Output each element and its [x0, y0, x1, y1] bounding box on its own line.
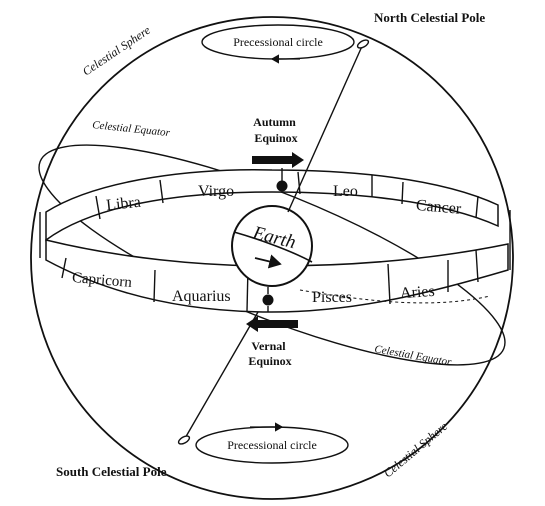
autumn-equinox-label: Autumn Equinox	[253, 115, 299, 145]
zodiac-label-pisces: Pisces	[312, 289, 352, 306]
zodiac-band-back	[45, 169, 499, 242]
vernal-equinox-label: Vernal Equinox	[248, 339, 291, 368]
celestial-sphere-label-bottom: Celestial Sphere	[381, 419, 451, 481]
precessional-circle-top	[201, 24, 355, 64]
zodiac-label-capricorn: Capricorn	[71, 270, 133, 291]
polar-axis-top	[287, 43, 364, 213]
celestial-equator-dashed-segment	[299, 289, 491, 304]
polar-axis-bottom	[183, 311, 259, 441]
autumn-equinox-point	[276, 180, 288, 192]
zodiac-label-virgo: Virgo	[198, 183, 234, 200]
earth-globe	[231, 205, 313, 287]
autumn-equinox-arrow	[252, 152, 304, 168]
zodiac-label-aquarius: Aquarius	[172, 288, 231, 305]
zodiac-label-libra: Libra	[105, 194, 141, 215]
zodiac-label-cancer: Cancer	[415, 197, 462, 218]
celestial-equator-label-bottom: Celestial Equator	[373, 343, 453, 368]
celestial-equator-label-top: Celestial Equator	[92, 119, 171, 139]
south-celestial-pole-label: South Celestial Pole	[56, 464, 167, 479]
zodiac-label-leo: Leo	[333, 183, 358, 200]
north-celestial-pole-label: North Celestial Pole	[374, 10, 485, 25]
celestial-sphere-outline	[30, 16, 514, 500]
precessional-circle-bottom	[195, 422, 349, 464]
celestial-sphere-label-top: Celestial Sphere	[80, 23, 153, 79]
vernal-equinox-point	[262, 294, 274, 306]
zodiac-label-aries: Aries	[399, 283, 435, 302]
south-pole-marker	[177, 435, 191, 445]
vernal-equinox-arrow	[246, 316, 298, 332]
precessional-circle-label-bottom: Precessional circle	[227, 438, 317, 452]
precessional-circle-label-top: Precessional circle	[233, 35, 323, 49]
north-pole-marker	[356, 39, 370, 49]
